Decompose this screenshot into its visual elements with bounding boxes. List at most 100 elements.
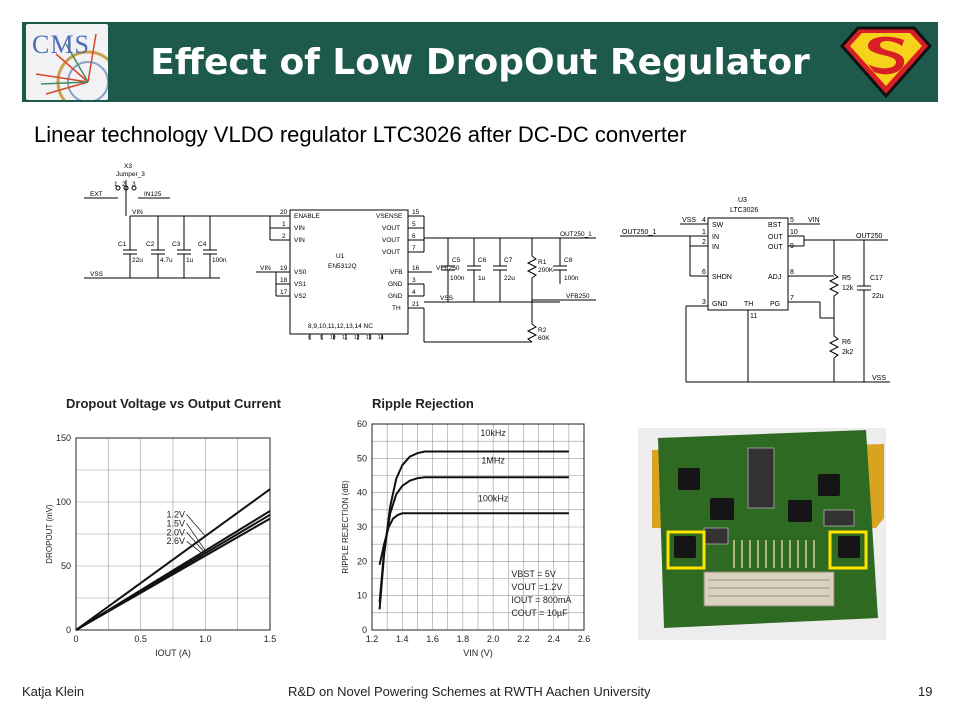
u1-pin-name: VS0 — [294, 269, 307, 276]
series-label-leader — [186, 540, 206, 557]
x-axis-label: VIN (V) — [463, 648, 493, 658]
slide-subtitle: Linear technology VLDO regulator LTC3026… — [34, 122, 687, 147]
title-banner: CMS Effect of Low DropOut Regulator — [22, 22, 938, 102]
u1-bottom-pin: 14 — [378, 335, 384, 341]
u1-part: EN5312Q — [328, 263, 357, 270]
u1-pin-name: VOUT — [382, 225, 400, 232]
u1-pin-name: GND — [388, 293, 403, 300]
series-line — [75, 517, 271, 631]
series-label: 2.0V — [167, 527, 186, 537]
cap-c3-value: 1u — [186, 257, 194, 264]
u1-pin-name: VOUT — [382, 237, 400, 244]
u3-part: LTC3026 — [730, 207, 758, 214]
condition-label: VBST = 5V — [511, 569, 556, 579]
schematic-dcdc: X3 Jumper_3 1 2 3 EXT IN125 VIN VSS C1 2… — [84, 163, 596, 343]
y-axis-label: DROPOUT (mV) — [45, 504, 54, 564]
net-vfb250-2: VFB250 — [566, 293, 590, 300]
u1-bottom-pin: 11 — [342, 335, 347, 341]
plot-frame — [75, 437, 271, 631]
jumper-ref: X3 — [124, 163, 132, 170]
u3-pin-num: 10 — [790, 229, 798, 236]
ripple-chart-title: Ripple Rejection — [372, 396, 474, 411]
highlight-box-right — [828, 530, 868, 570]
series-label-leader — [186, 532, 206, 554]
net-out250: OUT250 — [856, 233, 883, 240]
u1-pin-name: VS2 — [294, 293, 307, 300]
series-label: 2.6V — [167, 536, 186, 546]
net-vss: VSS — [90, 271, 104, 278]
y-axis-label: RIPPLE REJECTION (dB) — [341, 480, 350, 574]
cms-logo-graphic — [35, 33, 108, 100]
y-tick-label: 10 — [357, 591, 367, 601]
x-tick-label: 2.0 — [487, 634, 500, 644]
y-tick-label: 40 — [357, 488, 367, 498]
u3-pin-name: SHDN — [712, 274, 732, 281]
cap-c4-value: 100n — [212, 257, 227, 264]
series-line — [75, 488, 271, 631]
net-vss-out: VSS — [440, 295, 454, 302]
x-axis-label: IOUT (A) — [155, 648, 191, 658]
net-vin-ldo: VIN — [808, 217, 820, 224]
u3-pin-num: 4 — [702, 217, 706, 224]
series-label: 10kHz — [480, 428, 506, 438]
u1-bottom-pin: 9 — [320, 335, 323, 341]
cap-c7-ref: C7 — [504, 257, 513, 264]
u3-pin-name: GND — [712, 301, 728, 308]
u3-pin-name: SW — [712, 222, 724, 229]
u3-pin-num: 8 — [790, 269, 794, 276]
net-vss-bottom: VSS — [872, 375, 886, 382]
cap-c2-value: 4.7u — [160, 257, 173, 264]
cap-c6-value: 1u — [478, 275, 486, 282]
cap-c5-value: 100n — [450, 275, 465, 282]
jumper-pin-3: 3 — [132, 181, 136, 188]
y-tick-label: 100 — [56, 497, 71, 507]
y-tick-label: 30 — [357, 522, 367, 532]
x-tick-label: 1.4 — [396, 634, 409, 644]
cap-c8-value: 100n — [564, 275, 579, 282]
u1-nc-note: 8,9,10,11,12,13,14 NC — [308, 323, 373, 330]
x-tick-label: 1.2 — [366, 634, 379, 644]
u1-pin-num: 19 — [280, 265, 288, 272]
x-tick-label: 2.2 — [517, 634, 530, 644]
u1-pin-num: 5 — [412, 221, 416, 228]
slide-title: Effect of Low DropOut Regulator — [150, 42, 810, 83]
y-tick-label: 0 — [362, 625, 367, 635]
jumper-pin-1: 1 — [114, 181, 118, 188]
y-tick-label: 50 — [61, 561, 71, 571]
net-vin-2: VIN — [260, 265, 271, 272]
net-vin: VIN — [132, 209, 143, 216]
u3-pin-name: ADJ — [768, 274, 781, 281]
y-tick-label: 0 — [66, 625, 71, 635]
u1-ref: U1 — [336, 253, 345, 260]
x-tick-label: 1.8 — [457, 634, 470, 644]
u1-pin-num: 17 — [280, 289, 288, 296]
res-r5-ref: R5 — [842, 275, 851, 282]
net-out250-1: OUT250_1 — [560, 231, 592, 238]
x-tick-label: 1.6 — [426, 634, 439, 644]
u3-pin-num: 9 — [790, 243, 794, 250]
u1-bottom-pin: 10 — [330, 335, 336, 341]
u1-bottom-pin: 13 — [366, 335, 372, 341]
net-in125: IN125 — [144, 191, 162, 198]
plot-frame — [371, 423, 585, 631]
u1-pin-name: VSENSE — [376, 213, 403, 220]
footer-title: R&D on Novel Powering Schemes at RWTH Aa… — [288, 684, 651, 699]
cap-c1-ref: C1 — [118, 241, 127, 248]
x-tick-label: 1.0 — [199, 634, 212, 644]
u3-pin-num: 5 — [790, 217, 794, 224]
u1-pin-num: 2 — [282, 233, 286, 240]
condition-label: IOUT = 800mA — [511, 595, 571, 605]
u1-pin-name: VIN — [294, 225, 305, 232]
x-tick-label: 2.4 — [547, 634, 560, 644]
res-r6-value: 2k2 — [842, 349, 853, 356]
u1-pin-name: VOUT — [382, 249, 400, 256]
cap-c7-value: 22u — [504, 275, 515, 282]
u3-pin-name: OUT — [768, 244, 784, 251]
u1-pin-num: 20 — [280, 209, 288, 216]
net-vss-ldo: VSS — [682, 217, 696, 224]
schematic-ldo: U3 LTC3026 VSS OUT250_1 4 SW 1 IN 2 IN 6… — [620, 197, 890, 383]
u3-pin-num: 6 — [702, 269, 706, 276]
res-r1-value: 200K — [538, 267, 554, 274]
condition-label: VOUT =1.2V — [511, 582, 562, 592]
